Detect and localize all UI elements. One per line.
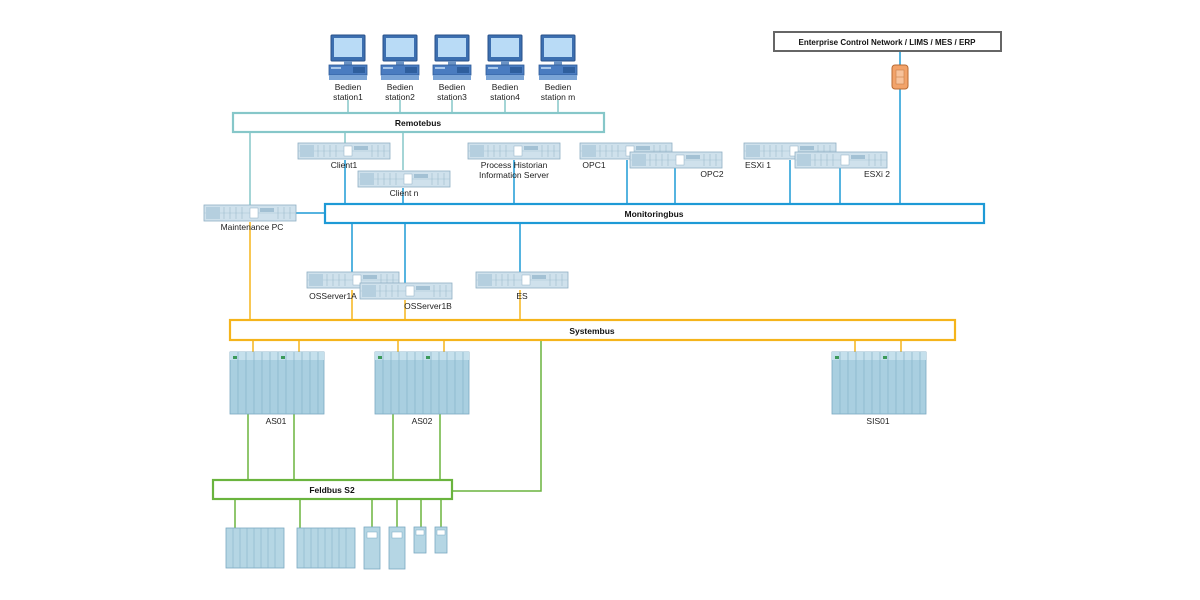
controller-rack-icon bbox=[229, 351, 325, 415]
operator-station-m[interactable]: Bedien station m bbox=[538, 34, 578, 102]
field-io-station[interactable] bbox=[225, 527, 285, 569]
opc1-label: OPC1 bbox=[582, 160, 605, 170]
monitoring-bus-links bbox=[296, 51, 901, 283]
esxi1-server[interactable]: ESXi 1 bbox=[743, 142, 837, 170]
es-label: ES bbox=[516, 291, 528, 301]
as02-controller[interactable]: AS02 bbox=[374, 351, 470, 426]
as02-label: AS02 bbox=[412, 416, 433, 426]
system-bus-label: Systembus bbox=[569, 326, 615, 336]
operator-station-label: Bedien bbox=[387, 82, 414, 92]
sis01-controller[interactable]: SIS01 bbox=[831, 351, 927, 426]
operator-station-label: station3 bbox=[437, 92, 467, 102]
firewall-icon bbox=[891, 64, 909, 90]
client1-server[interactable]: Client1 bbox=[297, 142, 391, 170]
field-drive-device[interactable] bbox=[388, 526, 406, 570]
monitoring-bus-label: Monitoringbus bbox=[624, 209, 683, 219]
maintenance-pc-label: Maintenance PC bbox=[221, 222, 284, 232]
operator-station-label: station2 bbox=[385, 92, 415, 102]
esxi2-server[interactable]: ESXi 2 bbox=[794, 151, 890, 179]
server-icon bbox=[359, 282, 453, 300]
es-server[interactable]: ES bbox=[475, 271, 569, 301]
workstation-icon bbox=[380, 34, 420, 81]
workstation-icon bbox=[328, 34, 368, 81]
client-n-server[interactable]: Client n bbox=[357, 170, 451, 198]
as01-controller[interactable]: AS01 bbox=[229, 351, 325, 426]
field-transmitter-device[interactable] bbox=[434, 526, 448, 554]
system-bus[interactable]: Systembus bbox=[228, 318, 957, 342]
controller-rack-icon bbox=[831, 351, 927, 415]
field-bus[interactable]: Feldbus S2 bbox=[211, 478, 454, 501]
server-icon bbox=[203, 204, 297, 222]
historian-label: Information Server bbox=[479, 170, 549, 180]
operator-station-label: station m bbox=[541, 92, 576, 102]
field-transmitter-device[interactable] bbox=[413, 526, 427, 554]
as01-label: AS01 bbox=[266, 416, 287, 426]
remote-bus-links bbox=[249, 100, 559, 205]
operator-station-3[interactable]: Bedien station3 bbox=[432, 34, 472, 102]
system-bus-links bbox=[249, 222, 902, 352]
operator-station-label: Bedien bbox=[545, 82, 572, 92]
sis01-label: SIS01 bbox=[866, 416, 889, 426]
esxi1-label: ESXi 1 bbox=[745, 160, 771, 170]
opc1-server[interactable]: OPC1 bbox=[579, 142, 673, 170]
field-devices bbox=[225, 526, 448, 570]
operator-station-label: station4 bbox=[490, 92, 520, 102]
historian-server[interactable]: Process Historian Information Server bbox=[467, 142, 561, 180]
field-bus-label: Feldbus S2 bbox=[309, 485, 355, 495]
server-icon bbox=[794, 151, 888, 169]
server-icon bbox=[475, 271, 569, 289]
operator-station-label: Bedien bbox=[439, 82, 466, 92]
os-server-1a[interactable]: OSServer1A bbox=[306, 271, 400, 301]
historian-label: Process Historian bbox=[481, 160, 548, 170]
field-drive-device[interactable] bbox=[363, 526, 381, 570]
enterprise-network-box[interactable]: Enterprise Control Network / LIMS / MES … bbox=[773, 31, 1002, 52]
operator-station-label: Bedien bbox=[335, 82, 362, 92]
operator-station-4[interactable]: Bedien station4 bbox=[485, 34, 525, 102]
operator-station-2[interactable]: Bedien station2 bbox=[380, 34, 420, 102]
enterprise-network-label: Enterprise Control Network / LIMS / MES … bbox=[799, 38, 977, 47]
workstation-icon bbox=[538, 34, 578, 81]
server-icon bbox=[629, 151, 723, 169]
maintenance-pc[interactable]: Maintenance PC bbox=[203, 204, 297, 232]
opc2-label: OPC2 bbox=[700, 169, 723, 179]
workstation-icon bbox=[432, 34, 472, 81]
server-icon bbox=[357, 170, 451, 188]
controller-rack-icon bbox=[374, 351, 470, 415]
monitoring-bus[interactable]: Monitoringbus bbox=[323, 202, 986, 225]
field-io-station[interactable] bbox=[296, 527, 356, 569]
remote-bus-label: Remotebus bbox=[395, 118, 442, 128]
os-server-1b-label: OSServer1B bbox=[404, 301, 452, 311]
workstation-icon bbox=[485, 34, 525, 81]
remote-bus[interactable]: Remotebus bbox=[231, 111, 606, 134]
os-server-1b[interactable]: OSServer1B bbox=[359, 282, 453, 311]
operator-station-1[interactable]: Bedien station1 bbox=[328, 34, 368, 102]
os-server-1a-label: OSServer1A bbox=[309, 291, 357, 301]
client-n-label: Client n bbox=[390, 188, 419, 198]
operator-station-label: Bedien bbox=[492, 82, 519, 92]
opc2-server[interactable]: OPC2 bbox=[629, 151, 724, 179]
esxi2-label: ESXi 2 bbox=[864, 169, 890, 179]
server-icon bbox=[297, 142, 391, 160]
server-icon bbox=[467, 142, 561, 160]
client1-label: Client1 bbox=[331, 160, 358, 170]
operator-station-label: station1 bbox=[333, 92, 363, 102]
